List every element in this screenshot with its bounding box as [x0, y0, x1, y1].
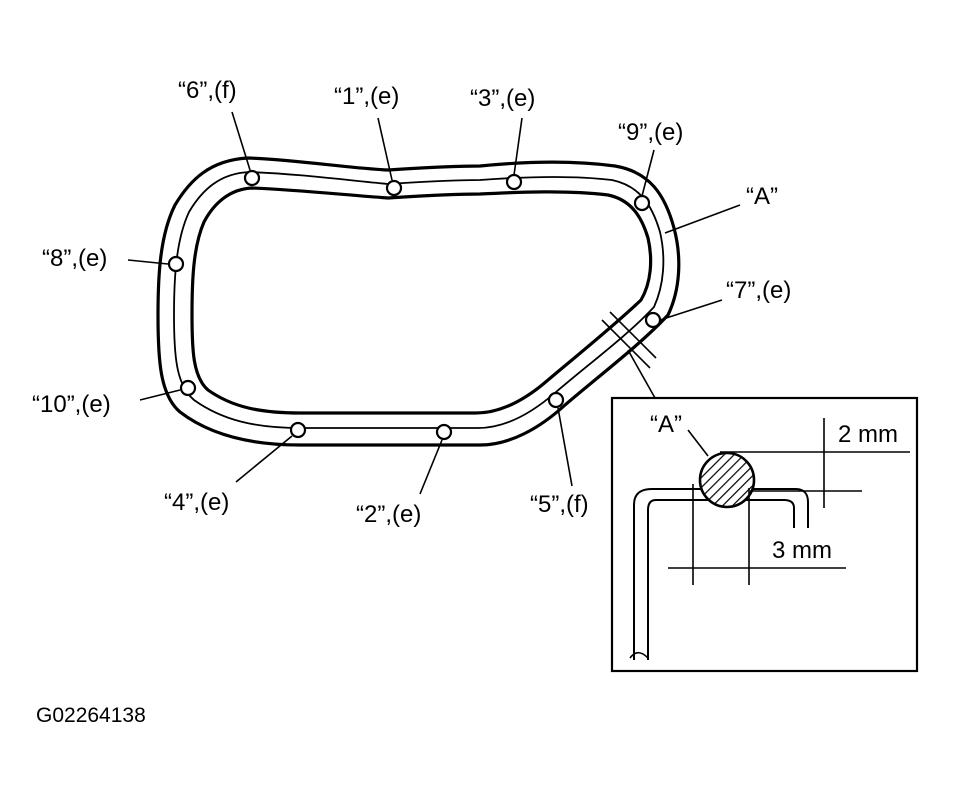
leader-7 — [659, 299, 723, 321]
bolt-hole-4 — [289, 421, 307, 439]
bolt-hole-9 — [633, 194, 651, 212]
leader-5 — [557, 407, 573, 487]
leader-6 — [231, 111, 251, 171]
leader-2 — [419, 439, 443, 495]
bolt-label-1: “1”,(e) — [334, 83, 399, 110]
leader-bead-a — [664, 204, 741, 234]
bolt-label-9: “9”,(e) — [618, 119, 683, 146]
detail-bead-leader — [687, 429, 709, 457]
section-cut-line — [601, 319, 651, 369]
leader-8 — [127, 259, 169, 265]
bolt-hole-10 — [179, 379, 197, 397]
bolt-hole-6 — [243, 169, 261, 187]
leader-1 — [377, 117, 393, 181]
bolt-hole-8 — [167, 255, 185, 273]
detail-leader — [627, 349, 656, 399]
detail-frame — [610, 396, 919, 673]
leader-10 — [139, 389, 181, 401]
flange-outer-edge — [156, 156, 681, 447]
leader-9 — [641, 149, 655, 197]
flange-profile-base — [629, 651, 649, 659]
flange-inner-edge — [190, 186, 653, 415]
bolt-label-2: “2”,(e) — [356, 501, 421, 528]
bolt-labels: “6”,(f) “1”,(e) “3”,(e) “9”,(e) “8”,(e) … — [32, 77, 791, 528]
leader-4 — [235, 435, 293, 483]
bolt-label-10: “10”,(e) — [32, 391, 111, 418]
sealant-bead-line — [173, 171, 665, 429]
bolt-label-4: “4”,(e) — [164, 489, 229, 516]
bolt-label-3: “3”,(e) — [470, 85, 535, 112]
height-dim-label: 2 mm — [838, 421, 898, 448]
detail-bead-label: “A” — [650, 411, 682, 438]
bolt-hole-1 — [385, 179, 403, 197]
gasket-outline — [156, 156, 681, 447]
bolt-hole-2 — [435, 423, 453, 441]
bead-label-a: “A” — [746, 183, 778, 210]
bolt-label-7: “7”,(e) — [726, 277, 791, 304]
leader-lines — [127, 111, 741, 495]
sealant-bead-section — [698, 451, 756, 509]
section-cut-line-2 — [609, 311, 657, 359]
cross-section-detail: “A” 2 mm 3 mm — [610, 396, 919, 673]
bolt-label-5: “5”,(f) — [530, 491, 589, 518]
bolt-hole-3 — [505, 173, 523, 191]
bolt-label-8: “8”,(e) — [42, 245, 107, 272]
bolt-hole-7 — [644, 311, 662, 329]
bolt-label-6: “6”,(f) — [178, 77, 237, 104]
width-dim-label: 3 mm — [772, 537, 832, 564]
figure-code: G02264138 — [36, 704, 146, 727]
bolt-hole-5 — [547, 391, 565, 409]
leader-3 — [513, 117, 523, 176]
